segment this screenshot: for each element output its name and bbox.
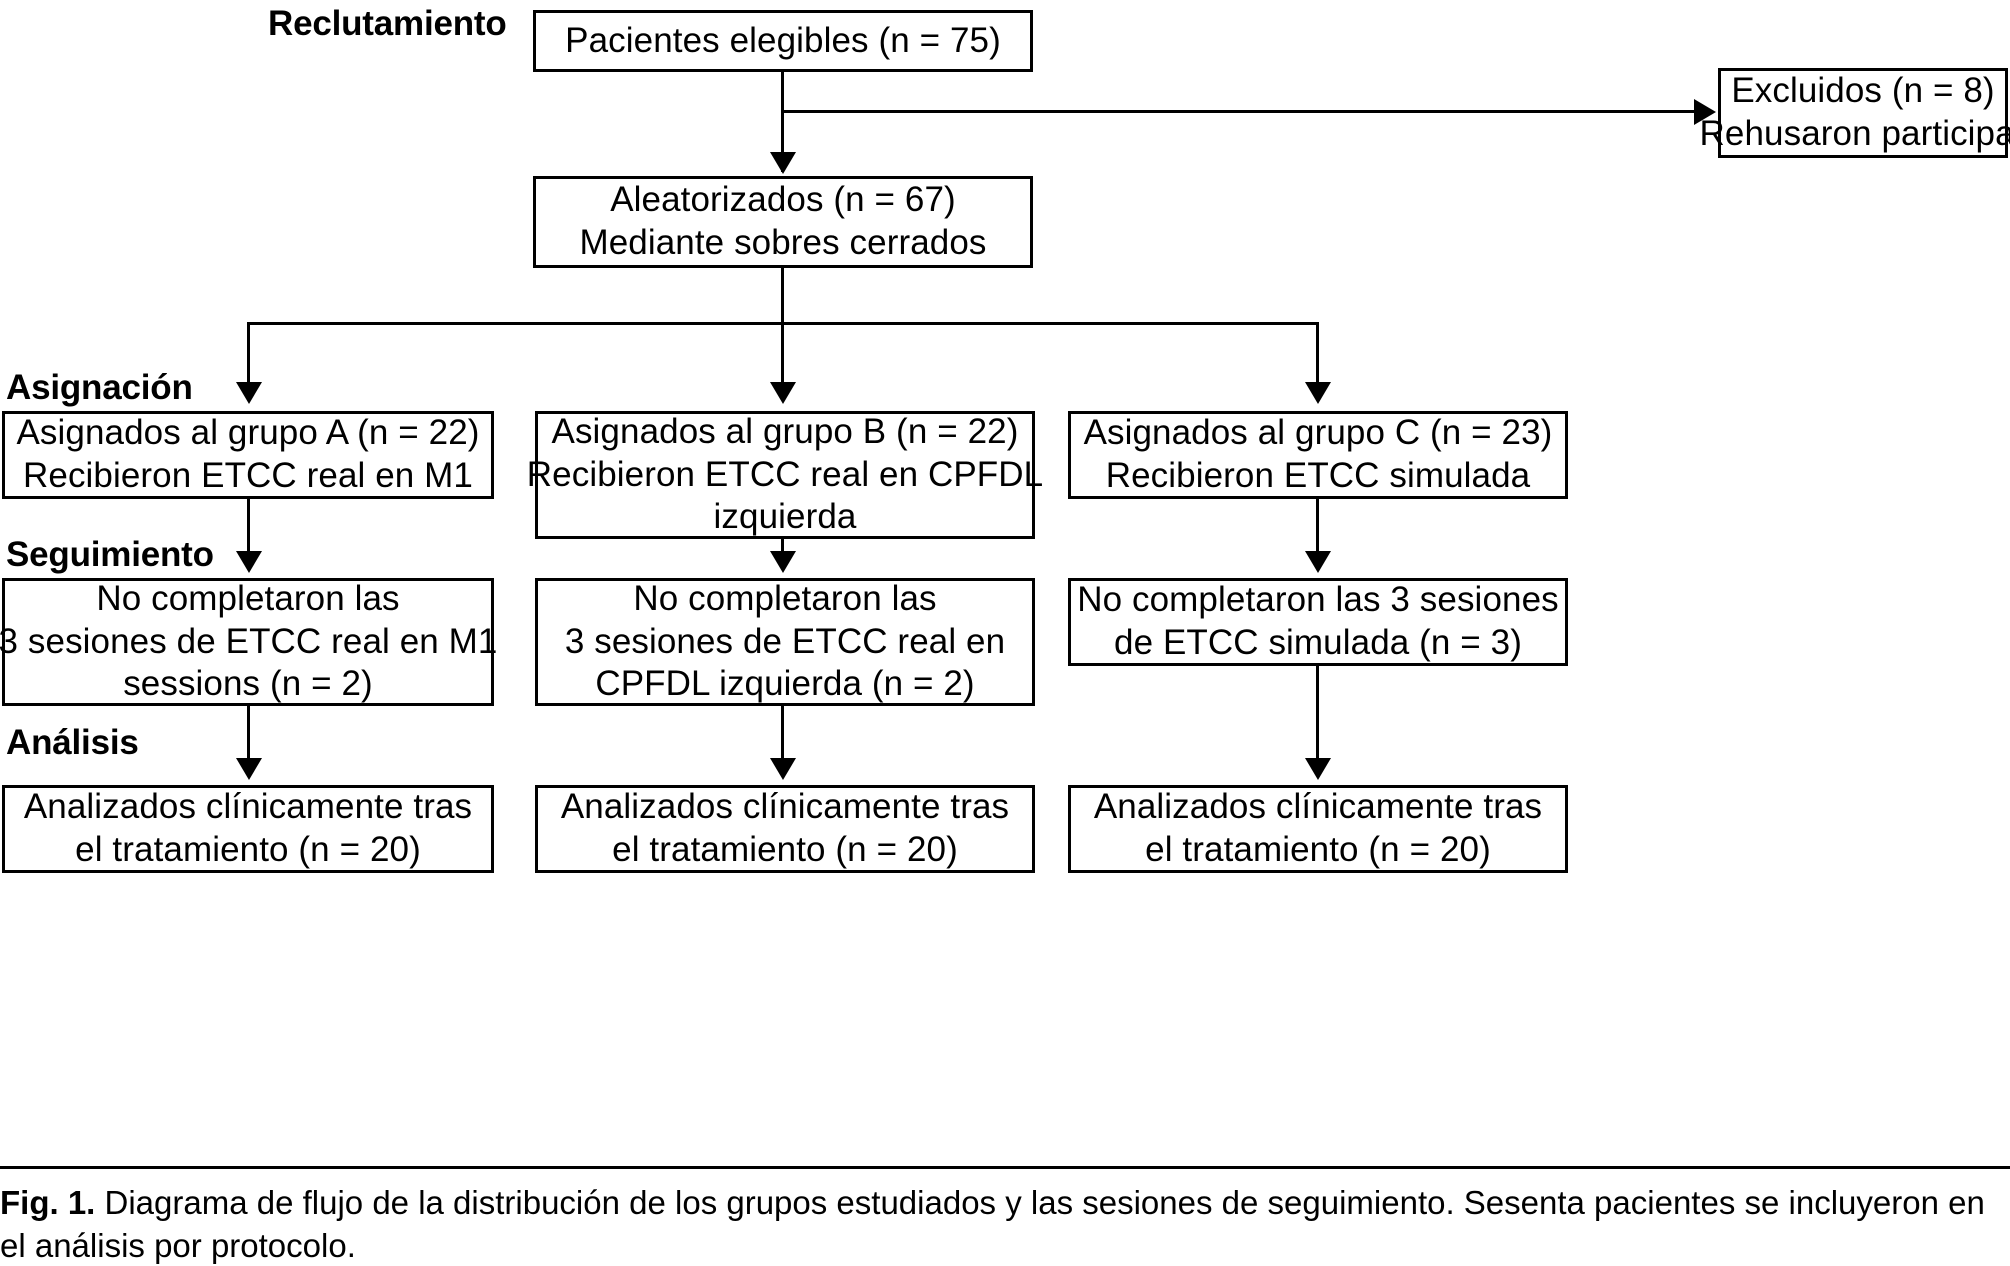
connector-alloc-b-down <box>781 539 784 556</box>
node-allocation-c-line-2: Recibieron ETCC simulada <box>1105 456 1531 495</box>
node-eligible-line-1: Pacientes elegibles (n = 75) <box>565 20 1001 60</box>
figure-caption-text: Diagrama de flujo de la distribución de … <box>0 1184 1985 1264</box>
node-followup-a-line-1: No completaron las <box>96 578 400 618</box>
node-allocation-group-c: Asignados al grupo C (n = 23) Recibieron… <box>1068 411 1568 499</box>
node-allocation-group-a: Asignados al grupo A (n = 22) Recibieron… <box>2 411 494 499</box>
node-analysis-c-line-2: el tratamiento (n = 20) <box>1145 830 1491 869</box>
node-followup-b-line-2: 3 sesiones de ETCC real en <box>564 621 1006 661</box>
arrowhead-to-alloc-b <box>770 382 796 404</box>
arrowhead-to-randomized <box>770 152 796 174</box>
connector-eligible-to-excluded <box>781 110 1695 113</box>
connector-follow-c-down <box>1316 666 1319 763</box>
node-allocation-b-line-2: Recibieron ETCC real en CPFDL <box>526 454 1044 494</box>
arrowhead-to-alloc-c <box>1305 382 1331 404</box>
node-analysis-a-line-1: Analizados clínicamente tras <box>23 787 473 827</box>
node-eligible-patients: Pacientes elegibles (n = 75) <box>533 10 1033 72</box>
node-analysis-c-line-1: Analizados clínicamente tras <box>1093 787 1543 827</box>
arrowhead-to-analysis-c <box>1305 758 1331 780</box>
node-allocation-c-line-1: Asignados al grupo C (n = 23) <box>1083 413 1553 453</box>
connector-split-right <box>1316 322 1319 387</box>
stage-label-recruitment: Reclutamiento <box>268 4 507 43</box>
node-allocation-group-b: Asignados al grupo B (n = 22) Recibieron… <box>527 411 1043 539</box>
connector-split-left <box>247 322 250 387</box>
arrowhead-to-follow-c <box>1305 551 1331 573</box>
node-analysis-group-a: Analizados clínicamente tras el tratamie… <box>2 785 494 873</box>
arrowhead-to-analysis-a <box>236 758 262 780</box>
node-analysis-b-line-1: Analizados clínicamente tras <box>560 787 1010 827</box>
connector-eligible-down <box>781 72 784 172</box>
node-allocation-a-line-2: Recibieron ETCC real en M1 <box>23 456 473 495</box>
node-excluded-line-1: Excluidos (n = 8) <box>1731 71 1995 111</box>
node-allocation-a-line-1: Asignados al grupo A (n = 22) <box>16 413 480 453</box>
stage-label-followup: Seguimiento <box>6 535 214 574</box>
figure-caption-label: Fig. 1. <box>0 1184 96 1221</box>
connector-split-center <box>781 322 784 387</box>
node-allocation-b-line-1: Asignados al grupo B (n = 22) <box>551 411 1019 451</box>
node-excluded: Excluidos (n = 8) Rehusaron participar <box>1700 68 2010 158</box>
node-followup-c-line-2: de ETCC simulada (n = 3) <box>1114 623 1522 662</box>
node-randomized-line-1: Aleatorizados (n = 67) <box>610 180 956 220</box>
stage-label-allocation: Asignación <box>6 368 193 407</box>
node-followup-b-line-1: No completaron las <box>633 578 937 618</box>
arrowhead-to-follow-a <box>236 551 262 573</box>
connector-randomized-down <box>781 268 784 325</box>
node-randomized: Aleatorizados (n = 67) Mediante sobres c… <box>533 176 1033 268</box>
node-randomized-line-2: Mediante sobres cerrados <box>579 223 987 262</box>
node-followup-group-a: No completaron las 3 sesiones de ETCC re… <box>0 578 498 706</box>
node-analysis-a-line-2: el tratamiento (n = 20) <box>75 830 421 869</box>
node-analysis-group-b: Analizados clínicamente tras el tratamie… <box>535 785 1035 873</box>
connector-alloc-a-down <box>247 499 250 556</box>
node-followup-a-line-2: 3 sesiones de ETCC real en M1 <box>0 621 498 661</box>
node-analysis-b-line-2: el tratamiento (n = 20) <box>612 830 958 869</box>
node-followup-group-c: No completaron las 3 sesiones de ETCC si… <box>1068 578 1568 666</box>
node-followup-a-line-3: sessions (n = 2) <box>123 664 373 704</box>
node-followup-group-b: No completaron las 3 sesiones de ETCC re… <box>535 578 1035 706</box>
node-followup-b-line-3: CPFDL izquierda (n = 2) <box>595 664 975 704</box>
arrowhead-to-alloc-a <box>236 382 262 404</box>
node-allocation-b-line-3: izquierda <box>713 497 857 537</box>
connector-alloc-c-down <box>1316 499 1319 556</box>
arrowhead-to-excluded <box>1694 99 1716 125</box>
node-excluded-line-2: Rehusaron participar <box>1699 114 2010 153</box>
node-followup-c-line-1: No completaron las 3 sesiones <box>1077 580 1559 620</box>
arrowhead-to-analysis-b <box>770 758 796 780</box>
connector-follow-b-down <box>781 706 784 763</box>
stage-label-analysis: Análisis <box>6 723 139 762</box>
figure-caption: Fig. 1. Diagrama de flujo de la distribu… <box>0 1182 2000 1266</box>
node-analysis-group-c: Analizados clínicamente tras el tratamie… <box>1068 785 1568 873</box>
arrowhead-to-follow-b <box>770 551 796 573</box>
caption-divider <box>0 1166 2010 1169</box>
connector-follow-a-down <box>247 706 250 763</box>
